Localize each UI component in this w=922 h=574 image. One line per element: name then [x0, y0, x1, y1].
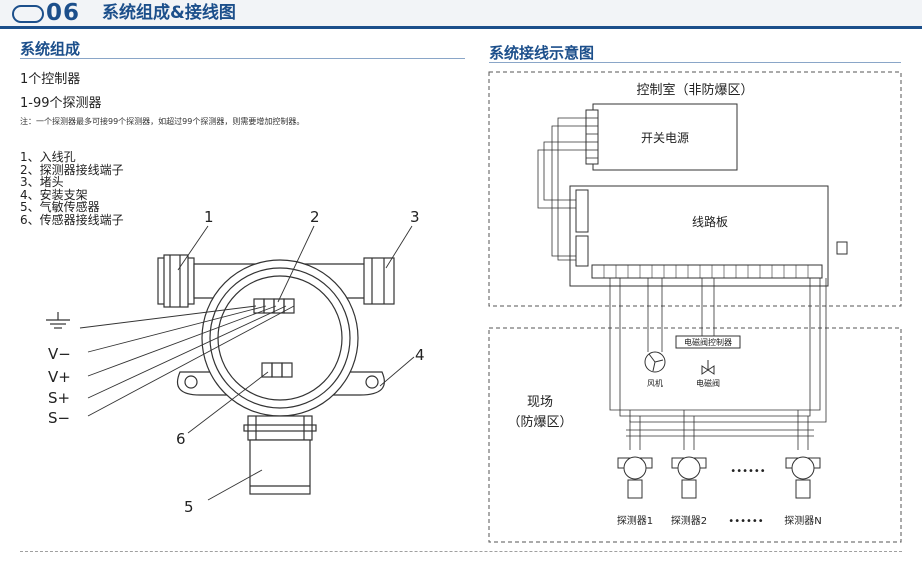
circuit-board-label: 线路板	[692, 214, 728, 229]
wiring-diagram: 控制室（非防爆区） 开关电源 线路板 现场 （防爆区） 电磁阀控制器	[488, 71, 902, 543]
wire-label-s-plus: S+	[48, 389, 70, 407]
wire-label-s-minus: S−	[48, 409, 70, 427]
detector-n-icon	[785, 456, 821, 499]
valve-label: 电磁阀	[696, 378, 720, 388]
detector-1-icon	[617, 456, 653, 499]
composition-line1: 1个控制器	[20, 72, 81, 87]
power-supply-label: 开关电源	[641, 131, 689, 145]
parts-list-item: 6、传感器接线端子	[20, 212, 124, 227]
terminal-strip	[591, 264, 823, 279]
field-label-line2: （防爆区）	[507, 414, 572, 430]
callout-1: 1	[204, 208, 214, 226]
valve-controller-label: 电磁阀控制器	[684, 337, 732, 347]
detector-n-label: 探测器N	[784, 514, 821, 527]
field-label-line1: 现场	[527, 395, 553, 410]
detector-dots-top: ••••••	[730, 466, 765, 477]
fan-icon	[644, 351, 666, 373]
parts-list: 1、入线孔 2、探测器接线端子 3、堵头 4、安装支架 5、气敏传感器 6、传感…	[20, 151, 124, 226]
header-bar	[0, 0, 922, 27]
wiring-title: 系统接线示意图	[489, 44, 595, 62]
parts-list-item: 4、安装支架	[20, 187, 88, 202]
wiring-rule	[489, 62, 901, 63]
power-supply-box	[592, 103, 738, 171]
detector-1-label: 探测器1	[617, 514, 653, 527]
parts-list-item: 5、气敏传感器	[20, 200, 100, 214]
callout-2: 2	[310, 208, 320, 226]
header-rule	[0, 26, 922, 29]
detector-drawing: 1 2 3 4 5 6 V− V+ S+ S−	[46, 208, 425, 516]
parts-list-item: 3、堵头	[20, 175, 64, 189]
detector-dots-bottom: ••••••	[728, 516, 763, 527]
callout-3: 3	[410, 208, 420, 226]
header-badge-icon	[12, 5, 44, 23]
callout-4: 4	[415, 346, 425, 364]
wire-label-v-plus: V+	[48, 368, 71, 386]
footer-rule	[20, 551, 902, 552]
composition-note: 注：一个探测器最多可接99个探测器，如超过99个探测器，则需要增加控制器。	[20, 117, 305, 126]
control-room-label: 控制室（非防爆区）	[636, 82, 753, 98]
field-zone	[488, 327, 902, 543]
composition-line2: 1-99个探测器	[20, 96, 102, 111]
composition-rule	[20, 58, 465, 59]
wire-label-v-minus: V−	[48, 345, 71, 363]
header-number: 06	[46, 0, 81, 26]
solenoid-valve-icon	[701, 360, 715, 375]
control-room-zone	[488, 71, 902, 307]
callout-6: 6	[176, 430, 186, 448]
valve-controller-box	[675, 335, 741, 349]
detector-2-label: 探测器2	[671, 514, 707, 527]
composition-title: 系统组成	[20, 40, 81, 58]
ground-icon	[46, 312, 70, 329]
callout-5: 5	[184, 498, 194, 516]
detector-2-icon	[671, 456, 707, 499]
header-title: 系统组成&接线图	[102, 3, 236, 23]
parts-list-item: 1、入线孔	[20, 150, 76, 164]
fan-label: 风机	[647, 378, 663, 388]
parts-list-item: 2、探测器接线端子	[20, 162, 124, 177]
